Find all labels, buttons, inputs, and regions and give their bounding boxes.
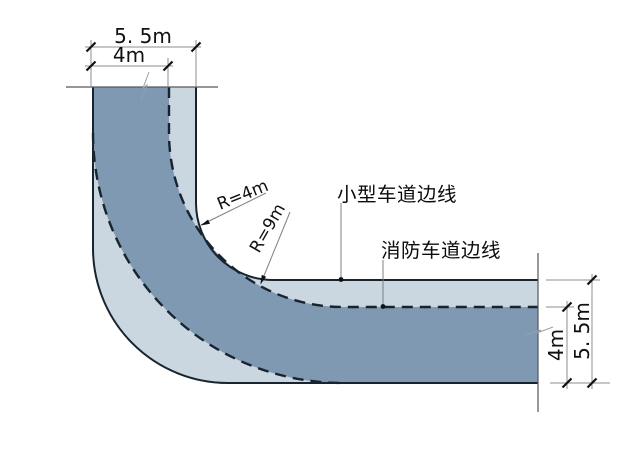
right-dim-label-4: 4m	[544, 329, 568, 361]
dim-tick	[190, 41, 202, 53]
r9-leader-line	[260, 211, 291, 284]
r4-label: R=4m	[214, 176, 271, 215]
top-dim-label-55: 5. 5m	[114, 24, 172, 48]
fire-lane-outer-edge-dashed-line	[91, 132, 344, 385]
r4-arrowhead-icon	[200, 219, 210, 226]
fire-lane-inner-edge-dashed-line	[167, 87, 538, 309]
fire-lane-edge-label: 消防车道边线	[381, 239, 501, 262]
small-lane-edge-label: 小型车道边线	[337, 183, 457, 206]
dim-tick	[586, 377, 598, 389]
small-lane-outer-edge-line	[92, 87, 538, 384]
top-break-mark	[140, 71, 150, 102]
right-break-mark	[523, 326, 554, 336]
r4-leader-line	[200, 192, 267, 226]
dim-tick	[586, 274, 598, 286]
dim-tick	[561, 377, 573, 389]
dim-tick	[85, 60, 97, 72]
right-dim-label-55: 5. 5m	[570, 302, 594, 360]
r9-arrowhead-icon	[260, 274, 267, 285]
dim-tick	[162, 60, 174, 72]
dim-tick	[85, 41, 97, 53]
top-dim-label-4: 4m	[113, 43, 145, 67]
fire-lane-leader-dot	[380, 304, 386, 309]
dim-tick	[561, 301, 573, 313]
small-lane-leader-dot	[338, 277, 344, 282]
fire-lane-area	[93, 87, 538, 383]
